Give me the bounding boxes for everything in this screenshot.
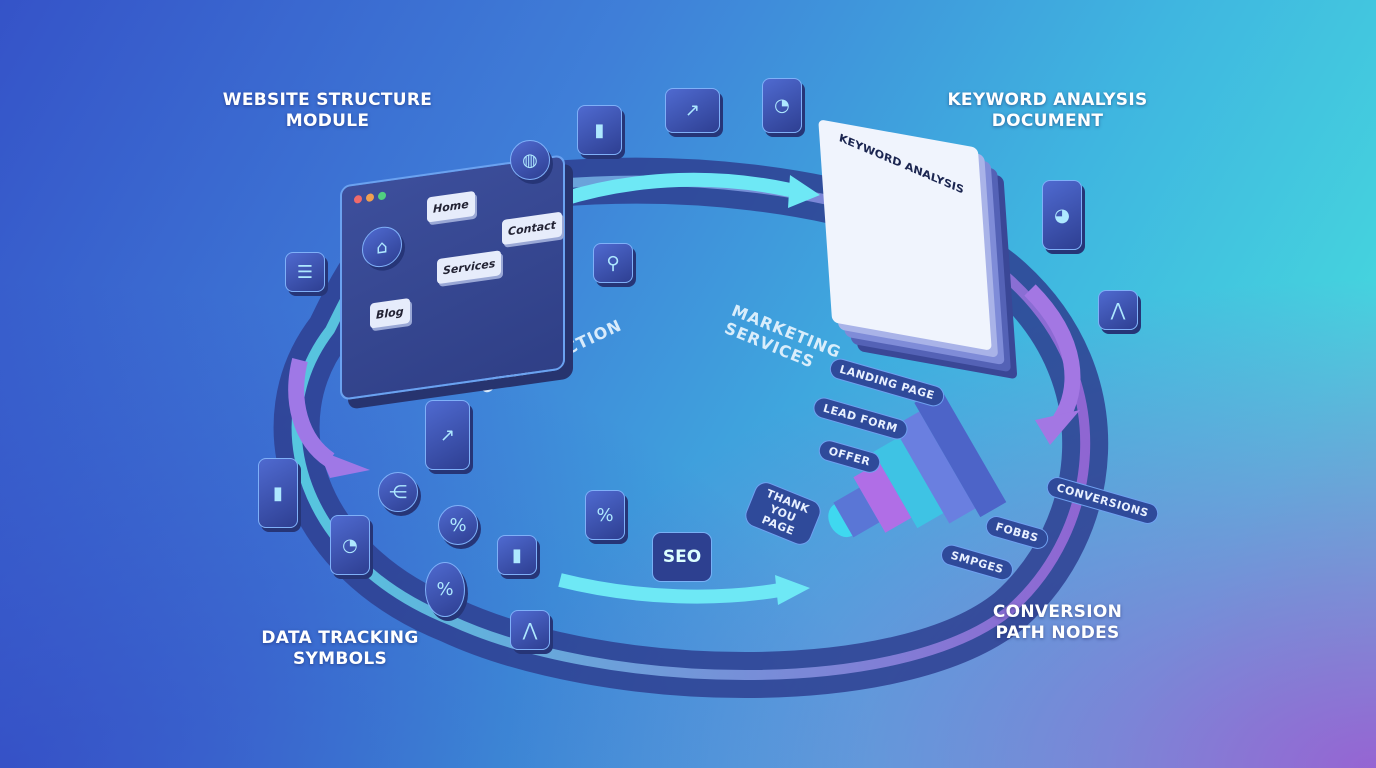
- bar-chart-icon: ▮: [577, 105, 622, 155]
- keyword-analysis-document: KEYWORD ANALYSIS: [818, 119, 992, 351]
- user-card-icon: ☰: [285, 252, 325, 292]
- arrow-bottom-head: [775, 575, 810, 605]
- pie-chart-icon: ◔: [330, 515, 370, 575]
- pie-chart-icon: ◕: [1042, 180, 1082, 250]
- label-data-tracking: DATA TRACKING SYMBOLS: [261, 628, 419, 669]
- funnel: [828, 387, 1007, 538]
- percent-icon: %: [425, 562, 465, 617]
- node-services: Services: [437, 250, 502, 285]
- search-icon: ⚲: [593, 243, 633, 283]
- arrow-left-head: [318, 450, 370, 478]
- arrow-top: [557, 172, 792, 207]
- label-website-structure: WEBSITE STRUCTURE MODULE: [222, 90, 433, 131]
- bar-chart-icon: ▮: [497, 535, 537, 575]
- website-structure-window: Home Services Contact Blog ⌂: [340, 154, 565, 401]
- share-icon: ⋲: [378, 472, 418, 512]
- globe-icon: ◍: [510, 140, 550, 180]
- node-blog: Blog: [370, 298, 410, 329]
- line-chart-icon: ↗: [665, 88, 720, 133]
- seo-badge: SEO: [652, 532, 712, 582]
- label-keyword-analysis: KEYWORD ANALYSIS DOCUMENT: [947, 90, 1148, 131]
- arrow-bottom: [558, 573, 782, 604]
- bar-chart-icon: ▮: [258, 458, 298, 528]
- gauge-icon: ◔: [762, 78, 802, 133]
- line-chart-icon: ⋀: [510, 610, 550, 650]
- label-conversion-path: CONVERSION PATH NODES: [992, 602, 1123, 643]
- percent-icon: %: [585, 490, 625, 540]
- node-home: Home: [427, 190, 475, 223]
- arrow-top-head: [788, 175, 820, 208]
- arrow-right-head: [1035, 410, 1080, 445]
- arrow-right: [1024, 284, 1081, 425]
- line-chart-icon: ⋀: [1098, 290, 1138, 330]
- node-contact: Contact: [502, 211, 562, 246]
- bar-chart-icon: ↗: [425, 400, 470, 470]
- percent-icon: %: [438, 505, 478, 545]
- document-title: KEYWORD ANALYSIS: [838, 131, 965, 197]
- home-icon: ⌂: [362, 224, 402, 270]
